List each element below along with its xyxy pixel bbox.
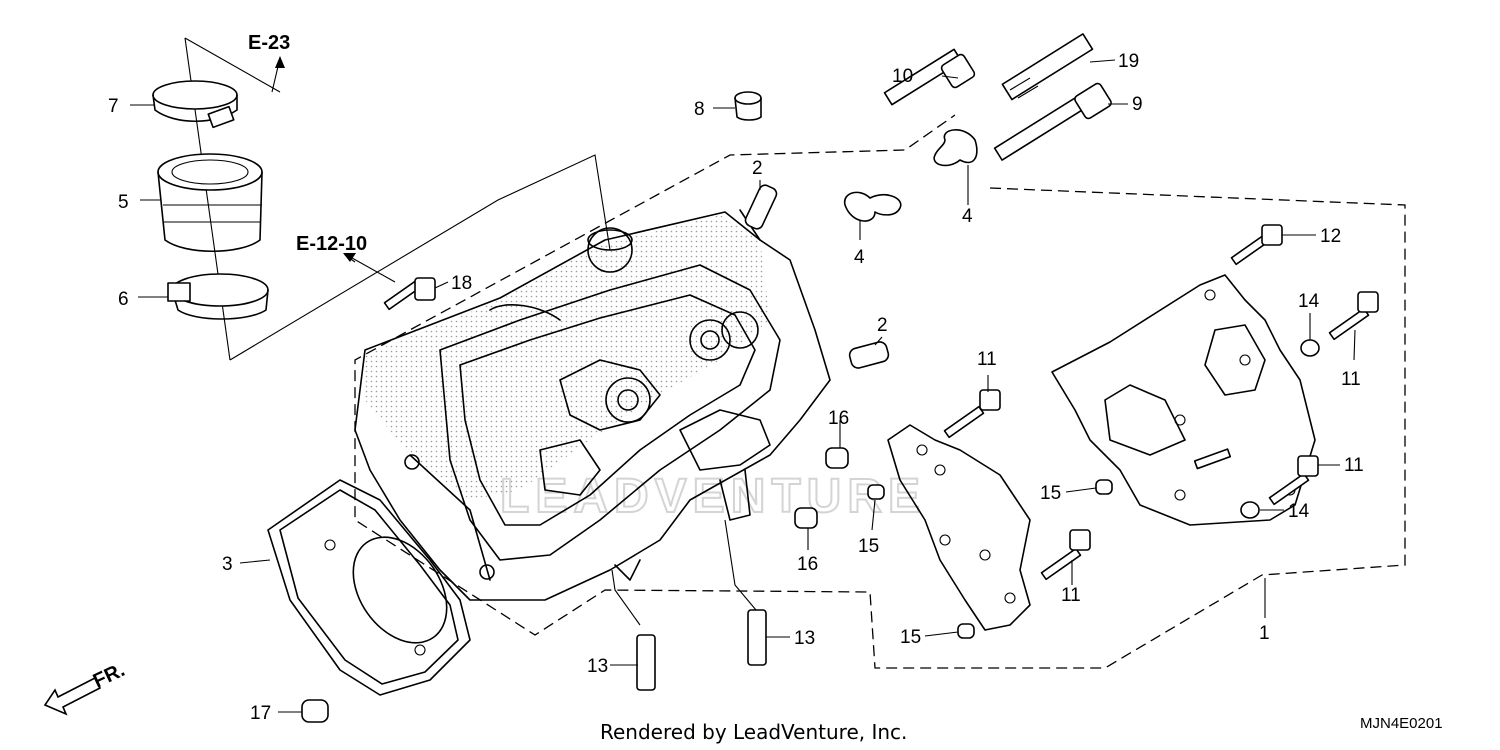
front-arrow: FR. — [43, 659, 128, 716]
callout-9[interactable]: 9 — [1132, 94, 1143, 115]
ref-arrow-up-icon — [275, 56, 285, 68]
ref-arrow-left-icon — [343, 253, 356, 262]
callout-17[interactable]: 17 — [250, 703, 271, 724]
callout-7[interactable]: 7 — [108, 96, 119, 117]
cylinder-head — [354, 209, 831, 601]
callout-4a[interactable]: 4 — [854, 247, 865, 268]
diagram-code: MJN4E0201 — [1360, 715, 1443, 732]
watermark-text: LEADVENTURE — [500, 470, 926, 523]
callout-11c[interactable]: 11 — [1344, 455, 1364, 476]
callout-16a[interactable]: 16 — [828, 408, 849, 429]
credit-text: Rendered by LeadVenture, Inc. — [600, 720, 907, 744]
camshaft-holders — [887, 274, 1316, 631]
callout-3[interactable]: 3 — [222, 554, 233, 575]
callout-2b[interactable]: 2 — [877, 315, 888, 336]
small-parts — [301, 33, 1112, 723]
front-arrow-icon — [43, 676, 102, 716]
callout-11b[interactable]: 11 — [1341, 369, 1361, 390]
callout-11d[interactable]: 11 — [1061, 585, 1081, 606]
callout-15c[interactable]: 15 — [900, 627, 921, 648]
head-gasket — [267, 479, 471, 696]
callout-14b[interactable]: 14 — [1288, 501, 1310, 522]
callout-15a[interactable]: 15 — [1040, 483, 1061, 504]
callout-12[interactable]: 12 — [1320, 226, 1341, 247]
callout-10[interactable]: 10 — [892, 66, 913, 87]
ref-label-e1210[interactable]: E-12-10 — [296, 233, 367, 255]
reference-arrows — [275, 56, 396, 283]
callout-13b[interactable]: 13 — [794, 628, 815, 649]
callout-4b[interactable]: 4 — [962, 206, 973, 227]
callout-16b[interactable]: 16 — [797, 554, 818, 575]
callout-6[interactable]: 6 — [118, 289, 129, 310]
ref-label-e23[interactable]: E-23 — [248, 32, 290, 54]
cam-holder-bolts — [867, 224, 1379, 639]
callout-14a[interactable]: 14 — [1298, 291, 1320, 312]
insulator-and-clamps — [152, 80, 269, 320]
callout-15b[interactable]: 15 — [858, 536, 879, 557]
callout-5[interactable]: 5 — [118, 192, 129, 213]
callout-1[interactable]: 1 — [1259, 623, 1270, 644]
callout-19[interactable]: 19 — [1118, 51, 1139, 72]
callout-13a[interactable]: 13 — [587, 656, 608, 677]
callout-8[interactable]: 8 — [694, 99, 705, 120]
callout-18[interactable]: 18 — [451, 273, 472, 294]
assembly-frames — [184, 37, 1406, 669]
part-callouts: 1 2 2 3 4 4 5 6 7 8 9 10 11 11 11 11 12 … — [108, 51, 1364, 724]
leader-lines — [130, 57, 1356, 713]
callout-2a[interactable]: 2 — [752, 158, 763, 179]
callout-11a[interactable]: 11 — [977, 349, 997, 370]
